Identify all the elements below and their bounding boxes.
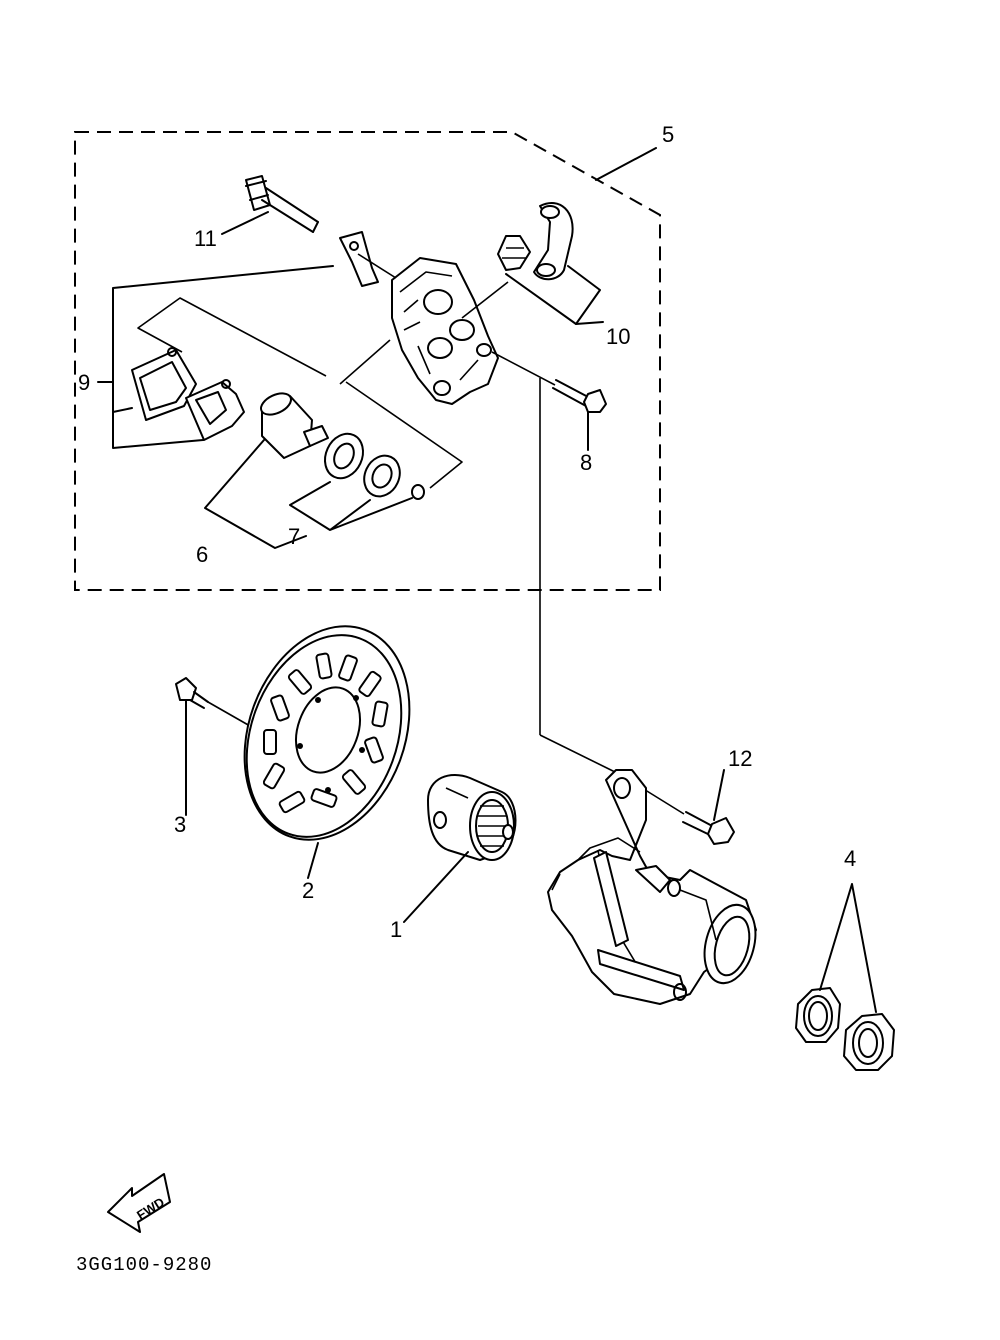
caliper-bolt-part [552, 379, 607, 413]
axle-nut-part-b [843, 1013, 895, 1071]
leader-9 [112, 265, 334, 449]
callout-9: 9 [78, 370, 90, 395]
callout-4: 4 [844, 846, 856, 871]
brake-disc-part [243, 625, 411, 841]
callout-6: 6 [196, 542, 208, 567]
bracket-bolt-part [682, 811, 735, 845]
leader-caliper-to-bolt8 [491, 351, 556, 386]
caliper-assembly-boundary [74, 131, 661, 591]
callout-5: 5 [662, 122, 674, 147]
hose-clamp-part [533, 201, 574, 281]
piston-seal-part [324, 432, 364, 480]
pad-clip-part [339, 231, 379, 287]
leader-11 [221, 211, 269, 235]
callout-10: 10 [606, 324, 630, 349]
disc-vent-holes [262, 652, 389, 814]
leader-10 [505, 265, 601, 325]
caliper-body-part [391, 257, 499, 405]
leader-12 [713, 769, 725, 821]
callout-1: 1 [390, 917, 402, 942]
leader-4 [819, 883, 877, 1013]
brake-pad-inner-part [185, 379, 245, 441]
leader-6-7 [204, 439, 413, 549]
callout-7: 7 [288, 524, 300, 549]
caliper-pin-bolt-part [245, 175, 319, 233]
axle-nut-part-a [795, 987, 841, 1043]
leader-5 [595, 147, 657, 181]
callout-3: 3 [174, 812, 186, 837]
disc-screw-part [175, 677, 209, 709]
leader-1 [403, 851, 469, 923]
piston-part [260, 392, 329, 459]
leader-2 [307, 842, 319, 879]
callout-12: 12 [728, 746, 752, 771]
callout-8: 8 [580, 450, 592, 475]
brake-pad-outer-part [131, 347, 197, 421]
axle-housing-part [547, 769, 757, 1005]
hose-bolt-part [497, 235, 531, 271]
dust-seal-part [363, 454, 401, 498]
callout-2: 2 [302, 878, 314, 903]
hub-part [427, 774, 517, 861]
callout-11: 11 [194, 226, 217, 251]
small-seal-part [411, 484, 425, 500]
forward-direction-arrow: FWD [107, 1173, 171, 1233]
diagram-code: 3GG100-9280 [76, 1254, 212, 1276]
